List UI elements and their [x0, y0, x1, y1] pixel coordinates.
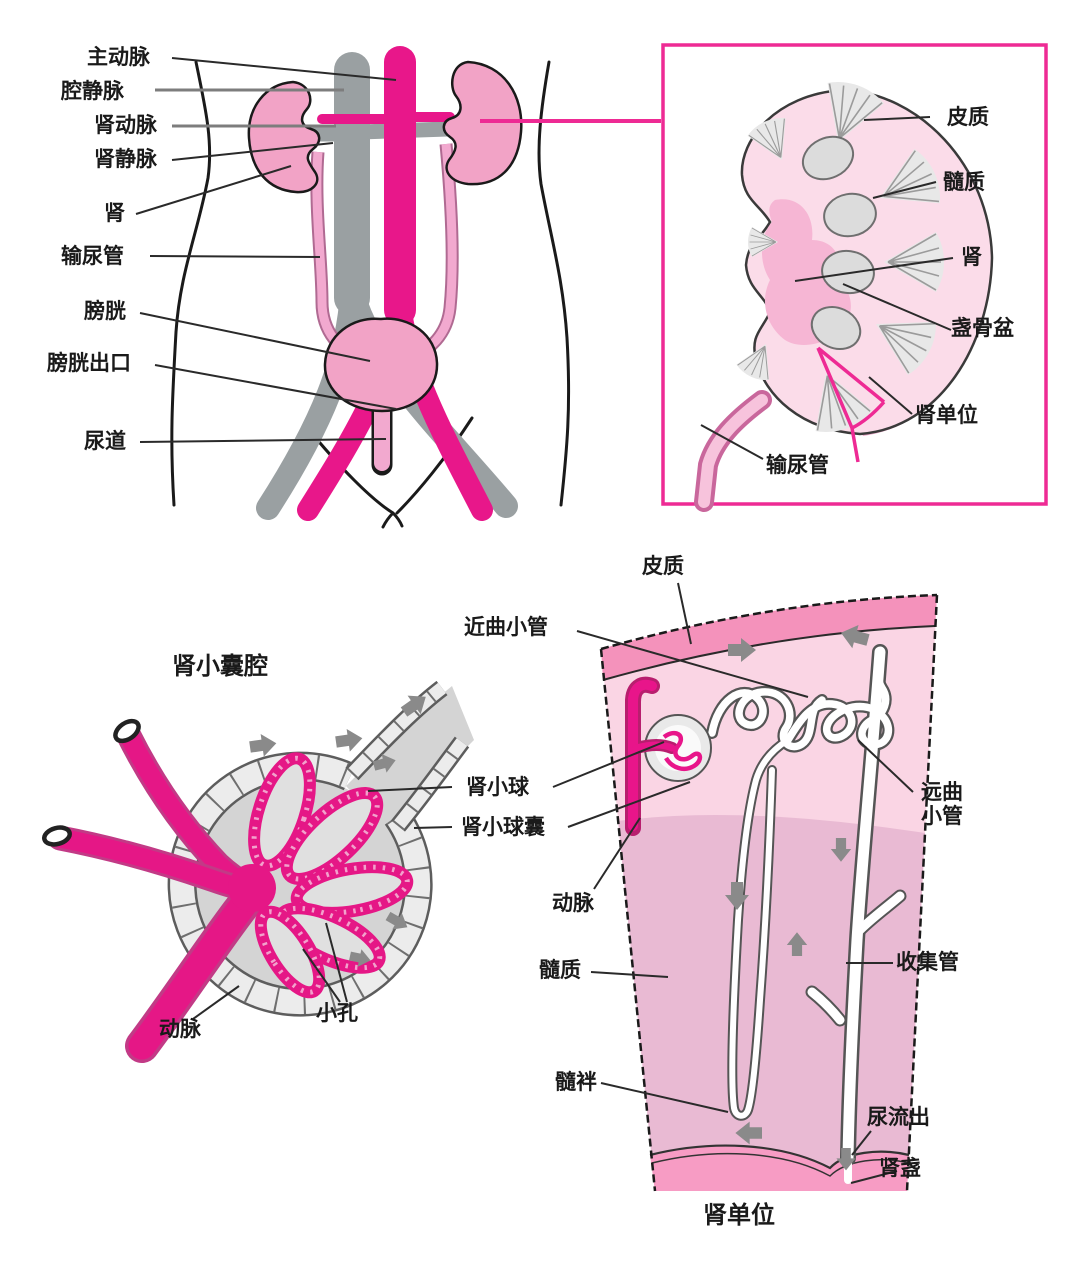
label-bladder-outlet: 膀胱出口	[47, 351, 131, 375]
torso-outline-right	[537, 60, 571, 507]
label-vena-cava: 腔静脉	[61, 79, 124, 103]
label-glomerular-capsule: 肾小球囊	[461, 815, 545, 839]
glomerulus-illustration	[42, 680, 474, 1063]
proximal-tubule	[708, 688, 826, 751]
label-glomerulus: 肾小球	[466, 775, 529, 799]
label-cortex: 皮质	[947, 105, 989, 129]
kidney-section-illustration	[661, 43, 1048, 512]
glomerulus-tuft	[662, 730, 703, 771]
label-renal-artery: 肾动脉	[94, 113, 157, 137]
duct-cell-walls	[345, 680, 470, 832]
torso-outline-left	[170, 60, 212, 507]
label-kidney-section: 肾	[961, 245, 982, 269]
glomerulus-hub	[228, 864, 276, 912]
label-renal-vein: 肾静脉	[94, 147, 157, 171]
loop-of-henle	[729, 737, 791, 1119]
tubule-lumens	[708, 646, 905, 1184]
collecting-duct	[842, 646, 886, 1164]
vessel-open-end	[113, 718, 141, 744]
label-urethra: 尿道	[84, 429, 126, 453]
label-calyx-pelvis: 盏骨盆	[951, 316, 1014, 340]
label-pores: 小孔	[316, 1001, 358, 1025]
capsule-cell-ring	[167, 751, 433, 1017]
glomerulus-panel-title: 肾小囊腔	[172, 652, 268, 680]
label-medullary-loop: 髓袢	[555, 1070, 597, 1094]
nephron-wedge-highlight	[816, 346, 886, 463]
label-nephron-artery: 动脉	[552, 891, 594, 915]
kidney-section-leader-lines	[700, 116, 954, 460]
label-proximal-tubule: 近曲小管	[464, 615, 548, 639]
nephron-leader-lines	[552, 582, 914, 1184]
label-aorta: 主动脉	[87, 45, 150, 69]
nephron-panel-caption: 肾单位	[703, 1201, 775, 1229]
label-distal-tubule: 远曲小管	[921, 780, 963, 829]
label-ureter: 输尿管	[61, 244, 124, 268]
label-artery-glom: 动脉	[159, 1017, 201, 1041]
distal-tubule	[784, 648, 893, 749]
renal-papillae	[801, 135, 877, 350]
vessel-open-end	[42, 825, 72, 847]
right-kidney	[442, 60, 523, 186]
bladder	[323, 317, 439, 413]
urinary-leader-lines	[135, 57, 397, 443]
label-nephron-cortex: 皮质	[642, 554, 684, 578]
urinary-system-illustration	[135, 46, 661, 529]
nephron-artery	[625, 676, 703, 836]
label-bladder: 膀胱	[84, 299, 126, 323]
kidney-ureter-tube	[694, 390, 772, 512]
label-collecting-duct: 收集管	[896, 950, 959, 974]
label-urine-outflow: 尿流出	[867, 1105, 930, 1129]
label-kidney: 肾	[104, 201, 125, 225]
label-renal-calyx: 肾盏	[879, 1156, 921, 1180]
label-nephron-unit: 肾单位	[915, 403, 978, 427]
nephron-illustration	[552, 582, 939, 1192]
left-kidney	[247, 80, 321, 194]
label-medulla: 髓质	[943, 170, 985, 194]
label-nephron-medulla: 髓质	[539, 958, 581, 982]
glomerulus-leader-lines	[192, 786, 453, 1020]
nephron-outline	[599, 593, 939, 1192]
label-ureter-section: 输尿管	[766, 453, 829, 477]
